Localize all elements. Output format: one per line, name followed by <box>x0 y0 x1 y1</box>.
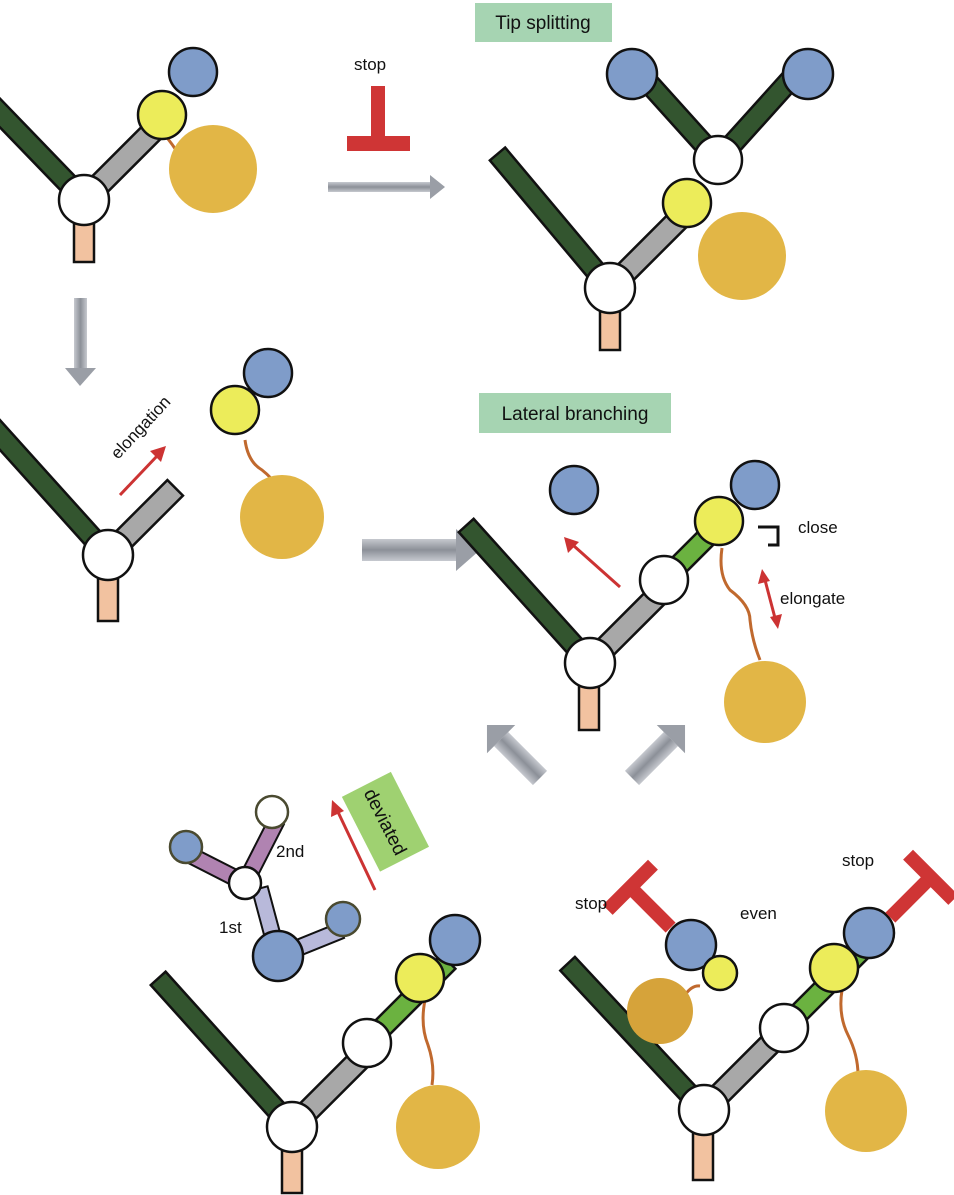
yellow-cap <box>209 384 261 436</box>
elongate-arrow <box>758 569 782 629</box>
close-label: close <box>798 518 838 537</box>
branch-node <box>57 173 111 227</box>
stem <box>691 1130 715 1182</box>
elongate-label: elongate <box>780 589 845 608</box>
panel-elongation: elongation <box>0 347 324 623</box>
stem <box>72 218 96 264</box>
stop-sign-left <box>602 859 676 933</box>
lateral-yellow-cap <box>701 954 739 992</box>
mesenchyme-ball <box>698 212 786 300</box>
tip-splitting-tag: Tip splitting <box>475 3 612 42</box>
mesenchyme-ball <box>396 1085 480 1169</box>
second-order-label: 2nd <box>276 842 304 861</box>
yellow-cap <box>693 495 745 547</box>
panel-lateral-branching: close elongate <box>457 459 845 743</box>
lateral-branching-tag: Lateral branching <box>479 393 671 433</box>
stem <box>96 573 120 623</box>
stem <box>577 683 601 732</box>
elongation-label: elongation <box>107 392 174 462</box>
tip-bud-right <box>781 47 835 101</box>
lateral-node <box>638 554 690 606</box>
deviated-tag: deviated <box>341 771 430 872</box>
tip-bud <box>729 459 781 511</box>
even-label: even <box>740 904 777 923</box>
stop-sign-top <box>347 86 410 151</box>
yellow-cap <box>394 952 446 1004</box>
branch-node <box>677 1083 731 1137</box>
cord <box>839 989 860 1076</box>
lateral-node <box>758 1002 810 1054</box>
yellow-cap <box>136 89 188 141</box>
stop-label-right: stop <box>842 851 874 870</box>
second-left-tip <box>168 829 204 865</box>
arrow-to-deviated <box>486 724 548 786</box>
svg-text:Tip splitting: Tip splitting <box>495 13 590 34</box>
lateral-mesenchyme-ball <box>627 978 693 1044</box>
mesenchyme-ball <box>240 475 324 559</box>
tip-bud-left <box>605 47 659 101</box>
first-right-tip <box>324 900 362 938</box>
lateral-tip <box>548 464 600 516</box>
tip-bud <box>242 347 294 399</box>
arrow-to-lateral-branching <box>362 529 480 571</box>
deviated-arrow <box>331 800 377 891</box>
stop-label-top: stop <box>354 55 386 74</box>
first-order-tip <box>251 929 305 983</box>
stop-sign-right <box>885 849 954 923</box>
split-node <box>692 134 744 186</box>
mesenchyme-ball <box>169 125 257 213</box>
tip-bud <box>167 46 219 98</box>
stop-label-left: stop <box>575 894 607 913</box>
mesenchyme-ball <box>724 661 806 743</box>
second-order-node <box>227 865 263 901</box>
panel-initial <box>0 46 257 264</box>
second-up-tip <box>254 794 290 830</box>
cord <box>719 547 762 661</box>
branch-node <box>81 528 135 582</box>
panel-tip-splitting <box>488 47 835 352</box>
yellow-cap <box>661 177 713 229</box>
arrow-to-even <box>624 724 686 786</box>
panel-deviated: 1st 2nd deviated <box>148 771 482 1195</box>
tip-bud <box>428 913 482 967</box>
svg-text:Lateral branching: Lateral branching <box>502 404 649 425</box>
stem <box>280 1146 304 1195</box>
lateral-tip <box>664 918 718 972</box>
mesenchyme-ball <box>825 1070 907 1152</box>
first-order-label: 1st <box>219 918 242 937</box>
branch-node <box>563 636 617 690</box>
lateral-node <box>341 1017 393 1069</box>
elongation-arrow <box>118 446 166 497</box>
tip-bud <box>842 906 896 960</box>
lateral-growth-arrow <box>564 537 621 589</box>
branch-node <box>583 261 637 315</box>
panel-even: even <box>558 904 907 1182</box>
close-bracket <box>758 525 780 547</box>
arrow-down <box>65 298 96 386</box>
yellow-cap <box>808 942 860 994</box>
branch-node <box>265 1100 319 1154</box>
cord <box>421 999 435 1086</box>
arrow-to-tip-splitting <box>328 175 445 199</box>
